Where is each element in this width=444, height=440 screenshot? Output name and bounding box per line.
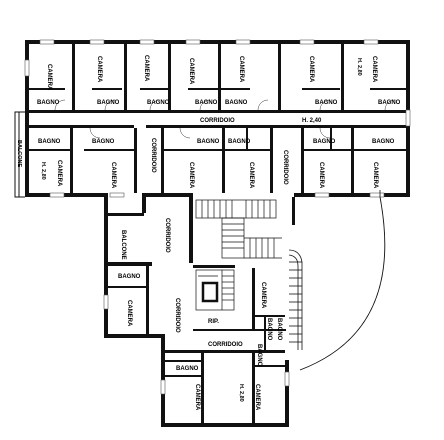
inner-walls xyxy=(29,44,406,423)
label-height: H. 2,80 xyxy=(356,58,362,76)
label-bagno: BAGNO xyxy=(276,318,282,341)
label-bagno: BAGNO xyxy=(256,344,262,367)
label-camera: CAMERA xyxy=(194,384,200,411)
windows xyxy=(24,39,411,395)
label-corridoio: CORRIDOIO xyxy=(208,342,243,348)
label-bagno: BAGNO xyxy=(38,139,61,145)
label-height: H. 2,40 xyxy=(302,118,322,124)
door-swings xyxy=(54,99,396,139)
label-bagno: BAGNO xyxy=(176,366,199,372)
label-bagno: BAGNO xyxy=(266,318,272,341)
label-camera: CAMERA xyxy=(371,56,377,83)
label-camera: CAMERA xyxy=(308,56,314,83)
label-camera: CAMERA xyxy=(254,384,260,411)
label-bagno: BAGNO xyxy=(313,139,336,145)
label-corridoio: CORRIDOIO xyxy=(174,298,180,333)
label-camera: CAMERA xyxy=(143,55,149,82)
label-bagno: BAGNO xyxy=(118,274,141,280)
label-bagno: BAGNO xyxy=(97,100,120,106)
label-rip: RIP. xyxy=(208,319,219,325)
label-camera: CAMERA xyxy=(188,58,194,85)
label-height: H. 2,80 xyxy=(238,384,244,402)
stairs-lower xyxy=(195,269,235,311)
label-bagno: BAGNO xyxy=(147,100,170,106)
label-bagno: BAGNO xyxy=(225,100,248,106)
label-balcone: BALCONE xyxy=(120,230,126,260)
label-bagno: BAGNO xyxy=(37,100,60,106)
label-bagno: BAGNO xyxy=(195,100,218,106)
label-corridoio: CORRIDOIO xyxy=(164,218,170,253)
label-bagno: BAGNO xyxy=(92,139,115,145)
label-bagno: BAGNO xyxy=(372,139,395,145)
label-bagno: BAGNO xyxy=(378,100,401,106)
label-camera: CAMERA xyxy=(126,300,132,327)
outer-walls xyxy=(25,40,410,427)
label-corridoio: CORRIDOIO xyxy=(150,138,156,173)
label-camera: CAMERA xyxy=(56,160,62,187)
label-camera: CAMERA xyxy=(188,162,194,189)
balcony-left xyxy=(14,111,25,198)
room-labels: CAMERA CAMERA CAMERA CAMERA CAMERA CAMER… xyxy=(16,55,401,411)
label-balcone: BALCONE xyxy=(16,140,22,168)
label-camera: CAMERA xyxy=(372,162,378,189)
label-corridoio: CORRIDOIO xyxy=(282,150,288,185)
stairs-upper xyxy=(195,199,282,259)
label-camera: CAMERA xyxy=(238,56,244,83)
label-camera: CAMERA xyxy=(110,162,116,189)
label-bagno: BAGNO xyxy=(315,100,338,106)
exterior-stair xyxy=(288,190,386,371)
label-camera: CAMERA xyxy=(260,282,266,309)
label-camera: CAMERA xyxy=(248,162,254,189)
label-camera: CAMERA xyxy=(46,64,52,91)
label-corridoio: CORRIDOIO xyxy=(200,118,235,124)
label-camera: CAMERA xyxy=(318,162,324,189)
label-bagno: BAGNO xyxy=(197,139,220,145)
label-camera: CAMERA xyxy=(96,56,102,83)
label-height: H. 2,80 xyxy=(40,162,46,180)
label-bagno: BAGNO xyxy=(228,139,251,145)
